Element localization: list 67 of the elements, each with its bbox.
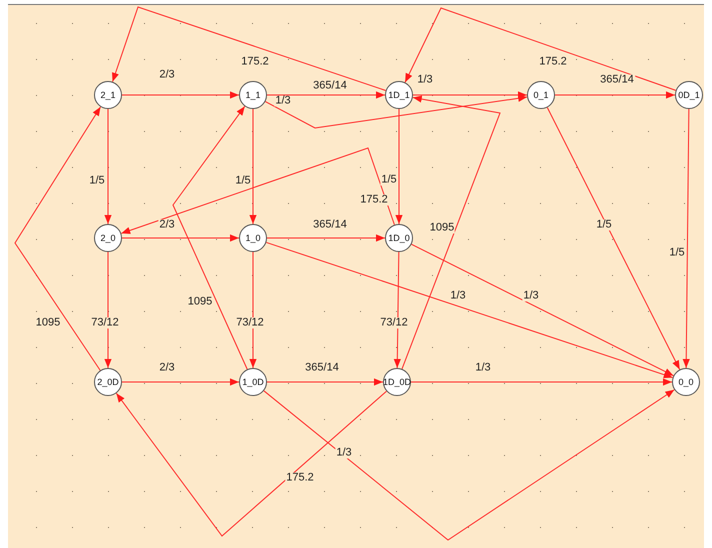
arrow	[14, 106, 102, 371]
edge-label: 175.2	[538, 56, 568, 68]
edge-label: 2/3	[158, 70, 176, 80]
state-label: 2_0	[100, 234, 116, 242]
edge-label: 1/5	[668, 248, 686, 258]
edge-label: 175.2	[240, 56, 270, 68]
arrow	[266, 91, 386, 99]
edge-label: 175.2	[359, 194, 389, 206]
arrow	[411, 244, 674, 376]
arrow	[554, 91, 676, 99]
edge-label: 1095	[428, 222, 456, 234]
edge-label: 73/12	[90, 318, 120, 328]
edge-label: 1/5	[88, 176, 106, 186]
arrow	[266, 234, 386, 242]
arrow	[249, 252, 257, 368]
edge-label: 365/14	[312, 80, 348, 92]
arrow	[266, 242, 674, 378]
arrow	[122, 234, 240, 242]
arrow	[120, 147, 395, 234]
arrow	[122, 378, 240, 386]
edge-label: 73/12	[379, 318, 409, 328]
arrow	[394, 252, 401, 368]
arrow	[264, 94, 528, 129]
arrow	[402, 96, 501, 370]
edge-label: 1/3	[274, 96, 292, 106]
edge-label: 2/3	[158, 220, 176, 230]
arrow	[112, 6, 386, 92]
state-label: 1D_0	[388, 234, 410, 242]
state-label: 0D_1	[678, 90, 700, 100]
arrow	[104, 252, 112, 368]
arrow	[682, 108, 690, 368]
arrow	[263, 389, 675, 541]
state-label: 1_0D	[242, 378, 264, 386]
arrow	[172, 106, 248, 370]
edge-label: 73/12	[235, 318, 265, 328]
state-label: 2_1	[100, 90, 116, 100]
edge-label: 175.2	[285, 472, 315, 484]
state-label: 0_0	[678, 378, 694, 386]
arrow	[104, 108, 112, 224]
edge-label: 365/14	[304, 362, 340, 374]
arrow	[116, 390, 387, 537]
edge-label: 365/14	[312, 220, 348, 230]
arrow	[249, 108, 257, 224]
edge-label: 1/3	[416, 74, 434, 86]
state-label: 2_0D	[97, 378, 119, 386]
edge-label: 1/5	[234, 176, 252, 186]
state-label: 0_1	[533, 90, 549, 100]
edge-label: 2/3	[158, 362, 176, 374]
edge-label: 1/3	[449, 290, 467, 302]
edge-label: 1/3	[522, 290, 540, 302]
edge-label: 1095	[34, 318, 62, 328]
arrow	[546, 107, 680, 370]
arrow	[122, 91, 240, 99]
state-label: 1D_1	[388, 90, 410, 100]
edge-label: 1/3	[335, 448, 353, 458]
state-label: 1_0	[245, 234, 261, 242]
edge-label: 365/14	[599, 74, 635, 86]
edge-label: 1/5	[595, 220, 613, 230]
edge-label: 1/3	[474, 362, 492, 374]
edge-label: 1095	[186, 296, 214, 308]
arrow	[412, 91, 528, 99]
edge-label: 1/5	[380, 174, 398, 186]
arrow	[404, 7, 676, 91]
arrow	[266, 378, 384, 386]
arrow	[395, 108, 403, 224]
arrow	[410, 378, 672, 386]
state-label: 1_1	[245, 90, 261, 100]
